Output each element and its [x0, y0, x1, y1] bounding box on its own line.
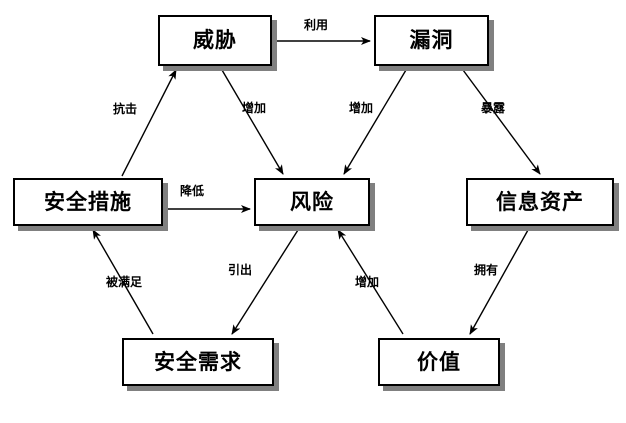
edge-label-derive: 引出: [228, 263, 253, 277]
edge-vulnerability-exposes-asset: [462, 69, 541, 175]
edge-risk-derives-requirement: [231, 229, 299, 335]
edge-label-satisfied: 被满足: [106, 275, 143, 289]
edge-label-increase-threat-risk: 增加: [242, 101, 267, 115]
edge-requirement-satisfied-by-safeguard: [92, 229, 154, 335]
node-threat[interactable]: 威胁: [158, 15, 272, 66]
edge-label-own: 拥有: [474, 263, 499, 277]
node-information-asset[interactable]: 信息资产: [466, 178, 614, 226]
node-vulnerability-label: 漏洞: [409, 28, 454, 52]
edge-threat-increases-risk: [221, 69, 284, 175]
node-value-label: 价值: [417, 349, 461, 374]
node-information-asset-label: 信息资产: [496, 189, 584, 214]
node-risk-label: 风险: [290, 189, 334, 214]
node-security-requirement[interactable]: 安全需求: [122, 338, 274, 386]
edge-label-expose: 暴露: [481, 101, 506, 115]
node-risk[interactable]: 风险: [254, 178, 370, 226]
node-security-requirement-label: 安全需求: [154, 349, 242, 374]
node-safeguard-label: 安全措施: [44, 189, 132, 214]
edge-label-increase-value-risk: 增加: [355, 275, 380, 289]
edge-label-counter: 抗击: [113, 102, 138, 116]
edge-vulnerability-increases-risk: [343, 69, 407, 175]
edge-value-increases-risk: [337, 229, 404, 335]
edge-asset-has-value: [469, 229, 529, 335]
edge-label-exploit: 利用: [304, 18, 329, 32]
edge-label-increase-vulnerability-risk: 增加: [349, 101, 374, 115]
node-value[interactable]: 价值: [378, 338, 500, 386]
edge-lines: [92, 37, 541, 335]
node-threat-label: 威胁: [193, 28, 237, 52]
edge-label-reduce: 降低: [180, 184, 205, 198]
node-vulnerability[interactable]: 漏洞: [374, 15, 489, 66]
node-safeguard[interactable]: 安全措施: [13, 178, 163, 226]
edge-safeguard-counters-threat: [121, 69, 177, 177]
